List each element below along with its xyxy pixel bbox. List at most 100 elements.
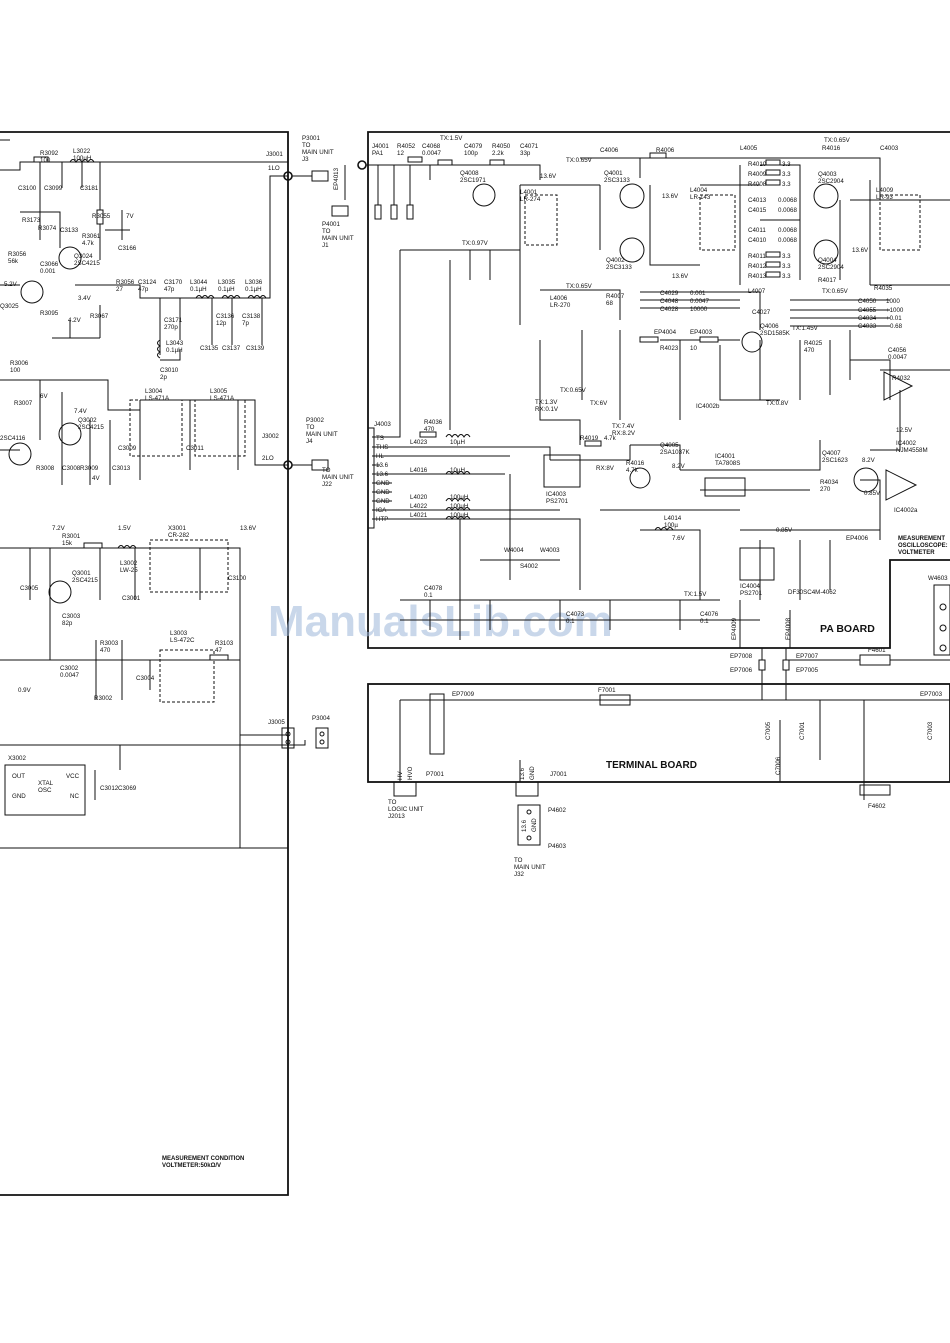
q3001-ref: Q3001 <box>72 570 91 577</box>
ic4001-val: TA7808S <box>715 460 740 467</box>
x3001-val: CR-282 <box>168 532 190 539</box>
pa-board-labels: TX:1.5V R4052 12 C4068 0.0047 C4079 100p… <box>374 135 948 635</box>
j4003-pin-hl: HL <box>376 453 384 460</box>
to-j22-pin: J22 <box>322 481 333 488</box>
x3002-nc: NC <box>70 793 79 800</box>
q4001-val: 2SC3133 <box>604 177 630 184</box>
r3056-ref: R3056 <box>116 279 135 286</box>
meas-right-line1: MEASUREMENT <box>898 536 945 542</box>
r4032-ref: R4032 <box>892 375 911 382</box>
volt-rx01: RX:0.1V <box>535 406 559 413</box>
l3044-ref: L3044 <box>190 279 208 286</box>
volt-tx15: TX:1.5V <box>440 135 463 142</box>
j3002-ref: J3002 <box>262 433 279 440</box>
p3001-pin: J3 <box>302 156 309 163</box>
r4023-ref: R4023 <box>660 345 679 352</box>
l3036-val: 0.1µH <box>245 286 262 293</box>
f4601-ref: F4601 <box>868 647 886 654</box>
c4079-ref: C4079 <box>464 143 483 150</box>
volt-82c: 8.2V <box>862 457 876 464</box>
l4020-ref: L4020 <box>410 494 428 501</box>
c4076-val: 0.1 <box>700 618 709 625</box>
r3074-ref: R3074 <box>38 225 57 232</box>
meas-right-line3: VOLTMETER <box>898 550 935 556</box>
c4028-ref: C4028 <box>660 306 679 313</box>
l3005-val: LS-471A <box>210 395 235 402</box>
r4019-ref: R4019 <box>580 435 599 442</box>
c3136-ref: C3136 <box>216 313 235 320</box>
l4007-ref: L4007 <box>748 288 766 295</box>
r3067-ref: R3067 <box>90 313 109 320</box>
volt-76: 7.6V <box>672 535 686 542</box>
c3124-ref: C3124 <box>138 279 157 286</box>
r4036-ref: R4036 <box>424 419 443 426</box>
ep4004-ref: EP4004 <box>654 329 677 336</box>
left-board-symbols <box>8 156 423 703</box>
meas-left-line2: VOLTMETER:50kΩ/V <box>162 1163 221 1169</box>
w4004-ref: W4004 <box>504 547 524 554</box>
ic4004-val: PS2701 <box>740 590 763 597</box>
l4006-ref: L4006 <box>550 295 568 302</box>
q3002-val: 2SC4215 <box>78 424 104 431</box>
j4003-pin-gnd2: GND <box>376 489 390 496</box>
p3001-to: TO <box>302 142 311 149</box>
c4050-ref: C4050 <box>858 298 877 305</box>
r3056-56k-val: 56k <box>8 258 19 265</box>
hv-pin: HV <box>397 771 404 780</box>
volt-52: 5.2V <box>4 281 18 288</box>
q4003-ref: Q4003 <box>818 171 837 178</box>
c4029-val: 0.001 <box>690 290 706 297</box>
x3002-out: OUT <box>12 773 25 780</box>
volt-82: 8.2V <box>672 463 686 470</box>
c4011-val: 0.0068 <box>778 227 797 234</box>
left-board-wiring <box>0 139 306 849</box>
volt-136-a: 13.6V <box>540 173 557 180</box>
x3002-gnd: GND <box>12 793 26 800</box>
r4009-ref: R4009 <box>748 171 767 178</box>
c3012-ref: C3012 <box>100 785 119 792</box>
l3035-ref: L3035 <box>218 279 236 286</box>
j4003-pin-gnd1: GND <box>376 480 390 487</box>
r3008-ref: R3008 <box>36 465 55 472</box>
to-j32-unit: MAIN UNIT <box>514 864 546 871</box>
c4034-val: +0.01 <box>886 315 902 322</box>
r4023-val: 10 <box>690 345 697 352</box>
c4068-ref: C4068 <box>422 143 441 150</box>
j4003-ref: J4003 <box>374 421 391 428</box>
p7001-ref: P7001 <box>426 771 444 778</box>
p4001-pin: J1 <box>322 242 329 249</box>
j4001-pin: PA1 <box>372 150 384 157</box>
c7003-ref: C7003 <box>927 721 934 740</box>
ic4001-ref: IC4001 <box>715 453 736 460</box>
volt-136-d: 13.6V <box>672 273 689 280</box>
ep7008-ref: EP7008 <box>730 653 753 660</box>
p4001-unit: MAIN UNIT <box>322 235 354 242</box>
r4034-ref: R4034 <box>820 479 839 486</box>
r4016b-val: 4.7k <box>626 467 639 474</box>
r4007-ref: R4007 <box>606 293 625 300</box>
pa-board-wiring <box>372 157 950 648</box>
pa-board-symbols <box>367 152 950 656</box>
j7001-ref: J7001 <box>550 771 567 778</box>
r3095-ref: R3095 <box>40 310 59 317</box>
x3002-vcc: VCC <box>66 773 80 780</box>
q3024-ref: Q3024 <box>74 253 93 260</box>
ic4002-val: NJM4558M <box>896 447 928 454</box>
c3139-ref: C3139 <box>246 345 265 352</box>
c4073-val: 0.1 <box>566 618 575 625</box>
l3002-ref: L3002 <box>120 560 138 567</box>
r3061-val: 4.7k <box>82 240 95 247</box>
l4021-val: 100µH <box>450 512 468 519</box>
volt-6: 6V <box>40 393 48 400</box>
hvo-pin: HVO <box>407 766 414 780</box>
c3004-ref: C3004 <box>136 675 155 682</box>
volt-136-left: 13.6V <box>240 525 257 532</box>
c7006-ref: C7006 <box>775 756 782 775</box>
c4071-ref: C4071 <box>520 143 539 150</box>
c4006-ref: C4006 <box>600 147 619 154</box>
l3005-ref: L3005 <box>210 388 228 395</box>
q4007-val: 2SC1623 <box>822 457 848 464</box>
ep4006-ref: EP4006 <box>846 535 869 542</box>
p4602-ref: P4602 <box>548 807 566 814</box>
c4010-ref: C4010 <box>748 237 767 244</box>
